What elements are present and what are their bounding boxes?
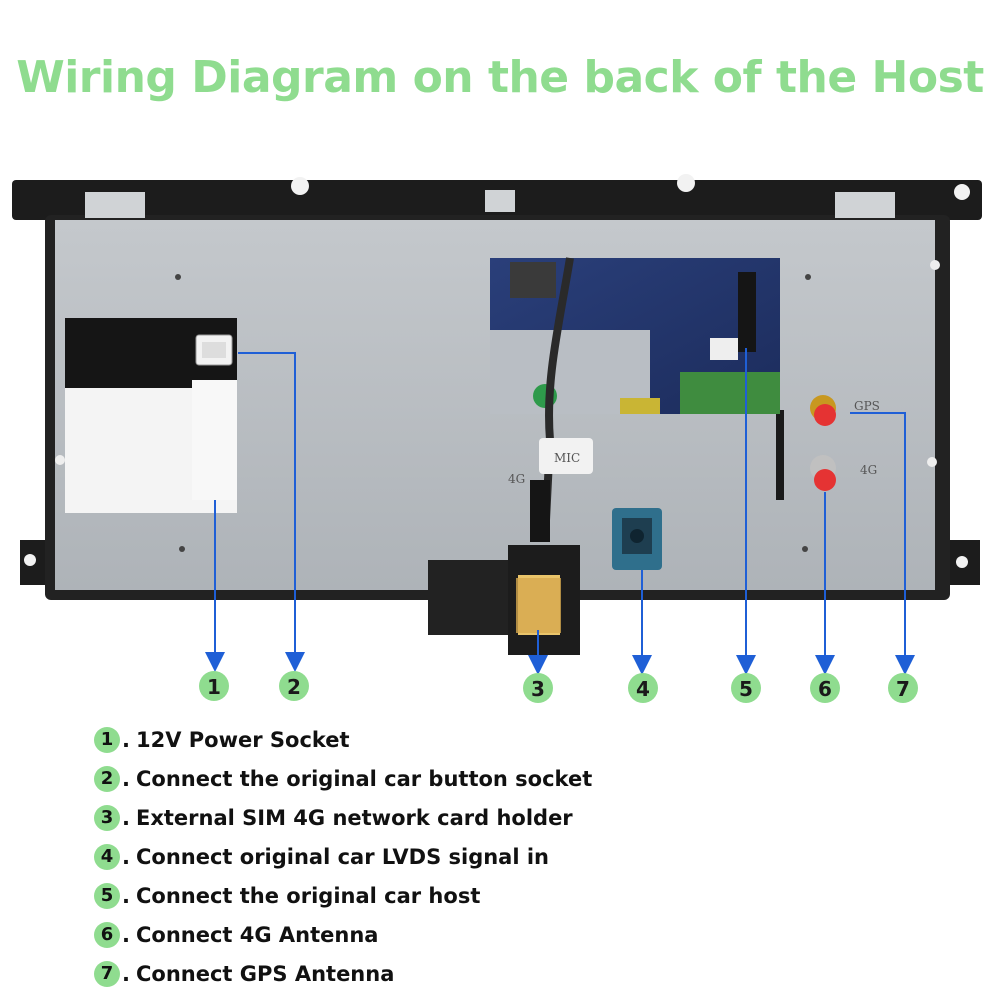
arrow-7	[850, 412, 915, 675]
callout-3: 3	[523, 673, 553, 703]
page-title: Wiring Diagram on the back of the Host	[16, 52, 984, 103]
gps-port-label: GPS	[854, 399, 880, 413]
legend-text: Connect the original car host	[135, 883, 481, 908]
callout-4-label: 4	[636, 677, 650, 701]
callout-markers: 1 2 3 4 5 6 7	[199, 671, 918, 703]
legend-text: Connect the original car button socket	[135, 766, 593, 791]
mic-label: MIC	[554, 451, 580, 465]
power-socket	[195, 334, 233, 366]
legend-item: 3.External SIM 4G network card holder	[94, 798, 592, 837]
callout-arrows	[205, 348, 915, 675]
legend-text: Connect original car LVDS signal in	[135, 844, 550, 869]
callout-7: 7	[888, 673, 918, 703]
callout-6: 6	[810, 673, 840, 703]
legend-item: 5.Connect the original car host	[94, 876, 592, 915]
legend-list: 1.12V Power Socket 2.Connect the origina…	[94, 720, 592, 993]
4g-antenna-connector	[810, 455, 836, 491]
callout-4: 4	[628, 673, 658, 703]
legend-number: 5	[94, 882, 120, 909]
legend-number: 3	[94, 804, 120, 831]
4g-port-label: 4G	[860, 463, 877, 477]
lvds-connector	[612, 508, 662, 570]
legend-number: 2	[94, 765, 120, 792]
callout-2-label: 2	[287, 675, 301, 699]
legend-text: Connect GPS Antenna	[135, 961, 395, 986]
arrow-2	[238, 352, 305, 672]
4g-text-label: 4G	[508, 472, 525, 486]
sim-card-holder	[428, 257, 593, 655]
callout-2: 2	[279, 671, 309, 701]
legend-item: 4.Connect original car LVDS signal in	[94, 837, 592, 876]
callout-1: 1	[199, 671, 229, 701]
legend-item: 7.Connect GPS Antenna	[94, 954, 592, 993]
legend-number: 6	[94, 921, 120, 948]
legend-number: 1	[94, 726, 120, 753]
legend-number: 4	[94, 843, 120, 870]
legend-text: 12V Power Socket	[135, 727, 350, 752]
legend-text: External SIM 4G network card holder	[135, 805, 573, 830]
legend-item: 1.12V Power Socket	[94, 720, 592, 759]
gps-antenna-connector	[810, 395, 836, 426]
callout-6-label: 6	[818, 677, 832, 701]
legend-item: 6.Connect 4G Antenna	[94, 915, 592, 954]
callout-1-label: 1	[207, 675, 221, 699]
callout-7-label: 7	[896, 677, 910, 701]
pcb-window	[490, 258, 780, 414]
callout-5-label: 5	[739, 677, 753, 701]
callout-3-label: 3	[531, 677, 545, 701]
legend-number: 7	[94, 960, 120, 987]
callout-5: 5	[731, 673, 761, 703]
legend-text: Connect 4G Antenna	[135, 922, 379, 947]
legend-item: 2.Connect the original car button socket	[94, 759, 592, 798]
